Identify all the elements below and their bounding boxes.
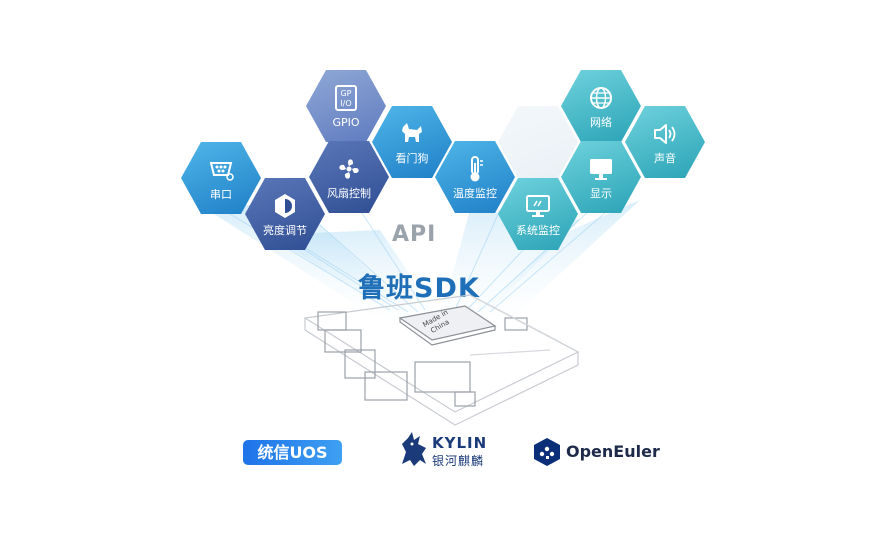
hex-serial-port-label: 串口 (210, 188, 232, 201)
svg-text:GP: GP (340, 89, 351, 98)
monitor-icon (526, 195, 550, 217)
hex-temperature-label: 温度监控 (453, 187, 497, 200)
brightness-icon (275, 194, 295, 218)
globe-icon (590, 87, 612, 109)
api-label: API (392, 222, 437, 247)
board-edge (304, 318, 579, 426)
dog-icon (402, 123, 422, 142)
serial-port-icon (209, 162, 234, 181)
hex-sound-label: 声音 (654, 152, 676, 165)
hex-display-label: 显示 (590, 187, 612, 200)
hex-watchdog: 看门狗 (372, 106, 452, 178)
speaker-icon (654, 124, 676, 144)
kylin-emblem-icon (402, 432, 426, 466)
hex-watchdog-label: 看门狗 (395, 152, 429, 165)
kylin-logo: KYLIN 银河麒麟 (396, 430, 496, 470)
hex-fan-control: 风扇控制 (309, 141, 389, 213)
hex-network-label: 网络 (590, 116, 612, 129)
fan-icon (339, 159, 359, 179)
openeuler-cube-icon (534, 438, 560, 466)
board-port-5 (414, 361, 471, 393)
board-port-6 (454, 391, 476, 407)
kylin-logo-cn: 银河麒麟 (432, 454, 485, 468)
gpio-chip-icon: GP I/O (335, 85, 357, 111)
hex-system-monitor-label: 系统监控 (516, 224, 560, 237)
hex-gpio: GP I/O GPIO (306, 70, 386, 142)
hex-temperature: 温度监控 (435, 141, 515, 213)
beam-right (470, 200, 640, 320)
kylin-logo-en: KYLIN (432, 434, 488, 452)
hex-gpio-label: GPIO (332, 116, 360, 129)
svg-text:I/O: I/O (340, 99, 351, 108)
sdk-label: 鲁班SDK (358, 273, 480, 304)
uos-logo: 统信UOS (243, 440, 342, 465)
hex-fan-control-label: 风扇控制 (327, 187, 371, 200)
display-icon (590, 159, 612, 180)
board-port-3 (344, 349, 376, 379)
board-port-4 (364, 371, 408, 401)
hex-brightness: 亮度调节 (245, 178, 325, 250)
thermometer-icon (470, 156, 483, 182)
board-port-2 (324, 329, 362, 353)
openeuler-logo-text: OpenEuler (566, 442, 660, 461)
openeuler-logo: OpenEuler (532, 437, 662, 467)
hex-brightness-label: 亮度调节 (263, 224, 307, 237)
